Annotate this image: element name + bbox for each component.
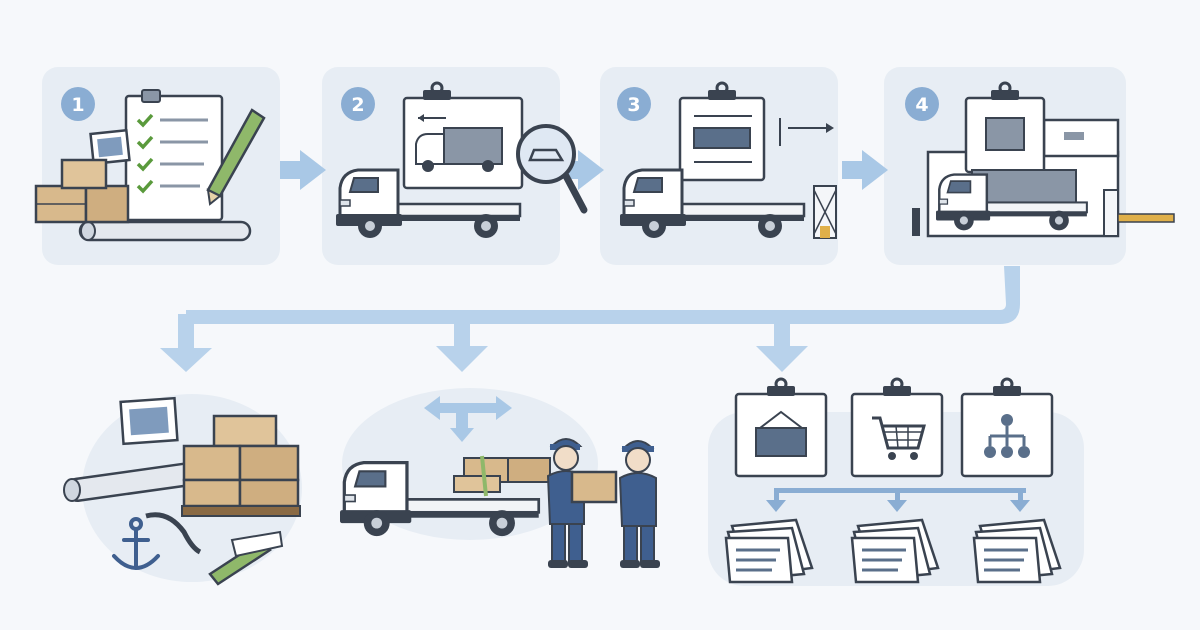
truck-loading-handover-icon — [338, 388, 660, 568]
checklist-and-supplies-icon — [34, 89, 266, 242]
step-2-number: 2 — [351, 94, 364, 116]
shopping-cart-clipboard — [850, 377, 944, 478]
document-categories-icon — [708, 377, 1084, 586]
distribution-connector — [160, 266, 1020, 372]
step-4-badge: 4 — [905, 87, 939, 121]
document-stack-3 — [972, 518, 1062, 584]
signboard-clipboard — [734, 377, 828, 478]
worker-right — [618, 440, 660, 568]
hierarchy-clipboard — [960, 377, 1054, 478]
step-arrow-1-2 — [280, 150, 326, 190]
step-1-badge: 1 — [61, 87, 95, 121]
cargo-and-materials-icon — [63, 394, 302, 586]
step-4-number: 4 — [915, 94, 928, 116]
step-arrow-3-4 — [842, 150, 888, 190]
document-stack-1 — [724, 518, 814, 584]
step-1-number: 1 — [71, 94, 84, 116]
truck-inspection-icon — [334, 81, 588, 240]
step-3-number: 3 — [627, 94, 640, 116]
truck-at-depot-icon — [912, 81, 1175, 238]
step-2-badge: 2 — [341, 87, 375, 121]
step-3-badge: 3 — [617, 87, 651, 121]
truck-measurement-icon — [618, 81, 837, 240]
document-stack-2 — [850, 518, 940, 584]
